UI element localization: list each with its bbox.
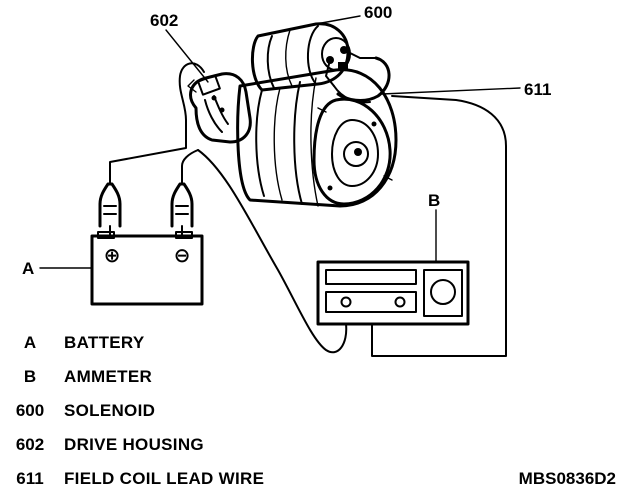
negative-clamp xyxy=(170,182,194,237)
battery-positive-symbol: ⊕ xyxy=(104,245,121,267)
legend-text-a: BATTERY xyxy=(64,333,145,352)
legend-text-600: SOLENOID xyxy=(64,401,155,420)
legend-text-602: DRIVE HOUSING xyxy=(64,435,204,454)
drive-housing xyxy=(187,72,252,144)
legend-code-602: 602 xyxy=(16,435,44,454)
legend-code-b: B xyxy=(24,367,36,386)
callout-label-a: A xyxy=(22,259,34,278)
legend-text-b: AMMETER xyxy=(64,367,152,386)
figure-id: MBS0836D2 xyxy=(519,469,616,488)
field-coil-lead-wire xyxy=(333,56,391,104)
callout-label-b: B xyxy=(428,191,440,210)
test-leads xyxy=(109,62,507,357)
legend-code-600: 600 xyxy=(16,401,44,420)
callout-b: B xyxy=(428,191,440,263)
battery: ⊕ ⊖ xyxy=(90,231,204,306)
legend-code-611: 611 xyxy=(16,469,43,488)
positive-clamp xyxy=(98,182,122,237)
solenoid xyxy=(251,22,377,92)
callout-label-602: 602 xyxy=(150,11,178,30)
legend-code-a: A xyxy=(24,333,36,352)
legend: A BATTERY B AMMETER 600 SOLENOID 602 DRI… xyxy=(16,333,264,488)
legend-text-611: FIELD COIL LEAD WIRE xyxy=(64,469,264,488)
motor-body xyxy=(236,68,398,208)
callout-label-600: 600 xyxy=(364,3,392,22)
callout-a: A xyxy=(22,259,93,278)
ammeter xyxy=(316,260,470,326)
callout-611: 611 xyxy=(381,80,551,99)
battery-negative-symbol: ⊖ xyxy=(174,245,191,267)
callout-label-611: 611 xyxy=(524,80,551,99)
callout-600: 600 xyxy=(315,3,392,25)
starter-motor xyxy=(187,22,398,208)
callout-602: 602 xyxy=(150,11,209,83)
